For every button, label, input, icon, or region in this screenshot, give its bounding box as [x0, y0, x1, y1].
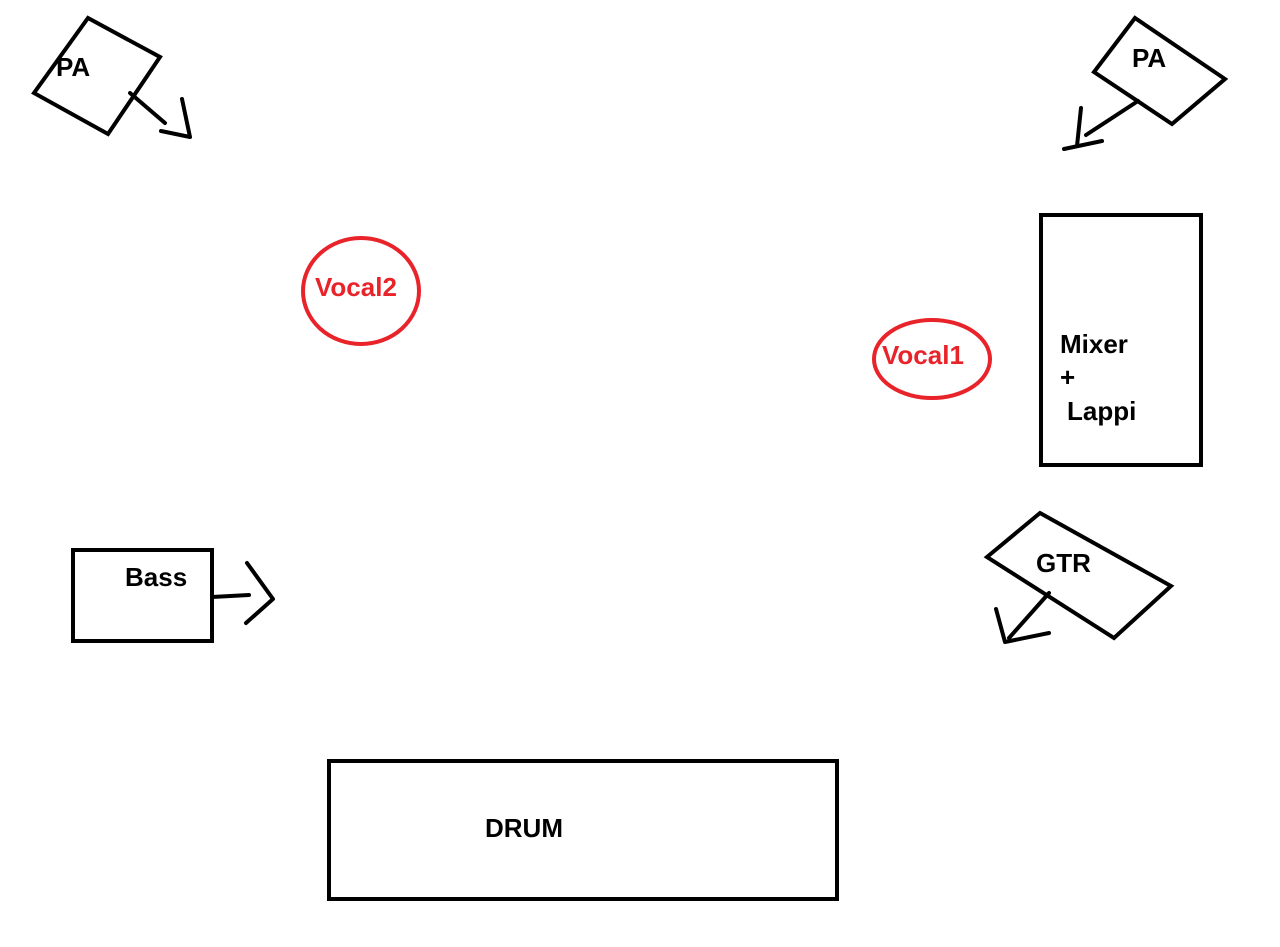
- guitar-amp-label: GTR: [1036, 548, 1091, 578]
- vocal1-circle: [872, 318, 992, 400]
- drum-riser-box: [327, 759, 839, 901]
- bass-amp-direction-arrow: [210, 561, 275, 625]
- mixer-station-label-line1: Mixer: [1060, 329, 1128, 359]
- pa-speaker-left: PA: [31, 15, 192, 139]
- guitar-amp-box: [983, 510, 1175, 641]
- vocal2-label: Vocal2: [315, 272, 397, 302]
- bass-amp: Bass: [71, 548, 275, 643]
- vocal2-circle: [301, 236, 421, 346]
- drum-riser: DRUM: [327, 759, 839, 901]
- vocal2-position: Vocal2: [301, 236, 421, 346]
- drum-riser-label: DRUM: [485, 813, 563, 843]
- pa-speaker-right: PA: [1062, 15, 1229, 151]
- pa-speaker-right-box: [1091, 15, 1229, 127]
- pa-speaker-right-direction-arrow: [1062, 99, 1140, 151]
- guitar-amp: GTR: [983, 510, 1175, 644]
- bass-amp-label: Bass: [125, 562, 187, 592]
- pa-speaker-left-direction-arrow: [128, 91, 192, 139]
- mixer-station-box: [1039, 213, 1203, 467]
- pa-speaker-left-label: PA: [56, 52, 90, 82]
- pa-speaker-left-box: [31, 15, 163, 137]
- pa-speaker-right-label: PA: [1132, 43, 1166, 73]
- vocal1-position: Vocal1: [872, 318, 992, 400]
- mixer-station: Mixer + Lappi: [1039, 213, 1203, 467]
- mixer-station-label-line3: Lappi: [1067, 396, 1136, 426]
- guitar-amp-direction-arrow: [994, 591, 1051, 644]
- mixer-station-label-line2: +: [1060, 362, 1075, 392]
- vocal1-label: Vocal1: [882, 340, 964, 370]
